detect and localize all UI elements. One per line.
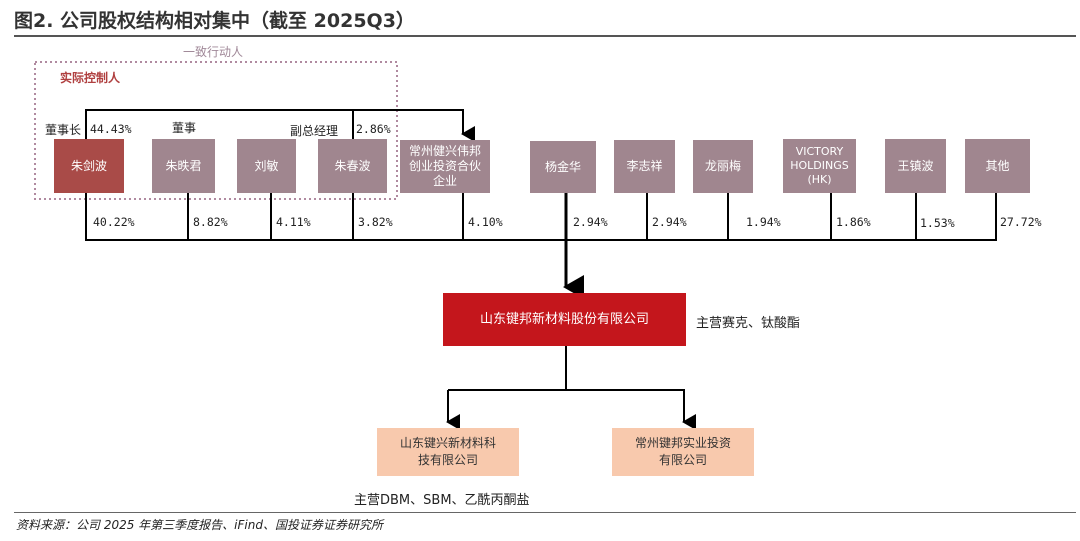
chairman-pct: 44.43% [90, 122, 132, 136]
holding-pct: 4.11% [276, 215, 311, 229]
shareholder-box: 李志祥 [614, 140, 675, 193]
holding-pct: 1.94% [746, 215, 781, 229]
shareholder-box: 朱春波 [318, 139, 387, 193]
title-divider [14, 35, 1076, 37]
holding-pct: 2.94% [573, 215, 608, 229]
figure-title: 图2. 公司股权结构相对集中（截至 2025Q3） [14, 10, 415, 32]
shareholder-box: 龙丽梅 [693, 140, 753, 193]
shareholder-box: 朱昳君 [152, 139, 215, 193]
subsidiary-box: 山东键兴新材料科 技有限公司 [377, 428, 519, 476]
subsidiary-box: 常州键邦实业投资 有限公司 [612, 428, 754, 476]
holding-pct: 8.82% [193, 215, 228, 229]
footer-divider [14, 512, 1076, 513]
shareholder-box: 常州健兴伟邦 创业投资合伙 企业 [400, 140, 490, 193]
vp-label: 副总经理 [290, 124, 339, 138]
chairman-label: 董事长 [45, 123, 82, 137]
subsidiary-business: 主营DBM、SBM、乙酰丙酮盐 [354, 493, 530, 508]
holding-pct: 40.22% [93, 215, 135, 229]
shareholder-box: 刘敏 [237, 139, 296, 193]
holding-pct: 1.53% [920, 216, 955, 230]
source-note: 资料来源：公司 2025 年第三季度报告、iFind、国投证券证券研究所 [16, 518, 383, 532]
holding-pct: 4.10% [468, 215, 503, 229]
shareholder-box: 王镇波 [885, 139, 946, 193]
shareholder-box: 其他 [965, 139, 1030, 193]
concerted-parties-border [34, 61, 398, 200]
shareholder-box: 朱剑波 [54, 139, 124, 193]
holding-pct: 1.86% [836, 215, 871, 229]
holding-pct: 2.94% [652, 215, 687, 229]
concerted-parties-label: 一致行动人 [183, 45, 244, 59]
vp-pct: 2.86% [356, 122, 391, 136]
actual-controller-label: 实际控制人 [60, 71, 121, 85]
holding-pct: 3.82% [358, 215, 393, 229]
company-business: 主营赛克、钛酸酯 [696, 316, 801, 331]
shareholder-box: VICTORY HOLDINGS (HK) [783, 139, 856, 193]
holding-pct: 27.72% [1000, 215, 1042, 229]
shareholder-box: 杨金华 [530, 141, 596, 193]
director-label: 董事 [172, 121, 197, 135]
company-box: 山东键邦新材料股份有限公司 [443, 293, 686, 346]
